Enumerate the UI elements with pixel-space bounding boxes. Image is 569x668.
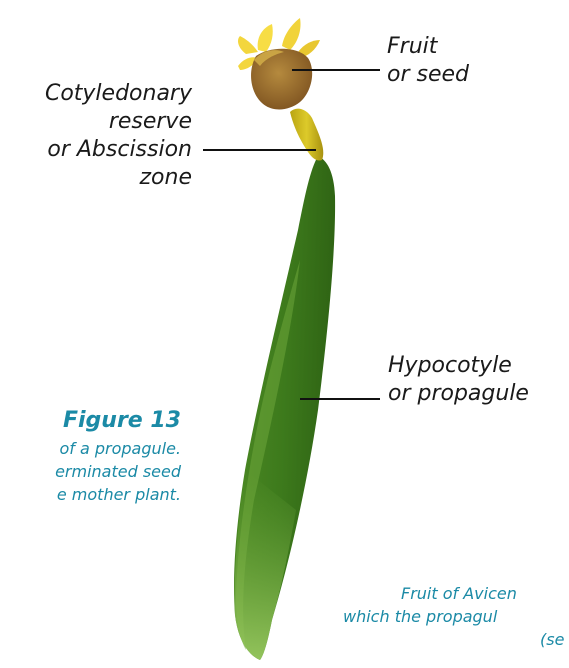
sepal-shape xyxy=(238,36,258,54)
bottom-caption-line: Fruit of Avicen xyxy=(401,583,517,604)
hypocotyle-label: Hypocotyle or propagule xyxy=(388,352,529,408)
figure-caption-title: Figure 13 xyxy=(0,410,181,431)
figure-caption-line: e mother plant. xyxy=(0,484,181,505)
figure-caption-line: erminated seed xyxy=(0,461,181,482)
bottom-caption-line: which the propagul xyxy=(343,606,497,627)
bottom-caption-line: (se xyxy=(540,629,564,650)
cotyledonary-label: Cotyledonary reserve or Abscission zone xyxy=(0,80,192,192)
figure-caption-line: of a propagule. xyxy=(0,438,181,459)
sepal-shape xyxy=(258,24,273,52)
fruit-label: Fruit or seed xyxy=(387,33,469,89)
sepal-shape xyxy=(282,18,301,50)
collar-shape xyxy=(290,109,323,161)
